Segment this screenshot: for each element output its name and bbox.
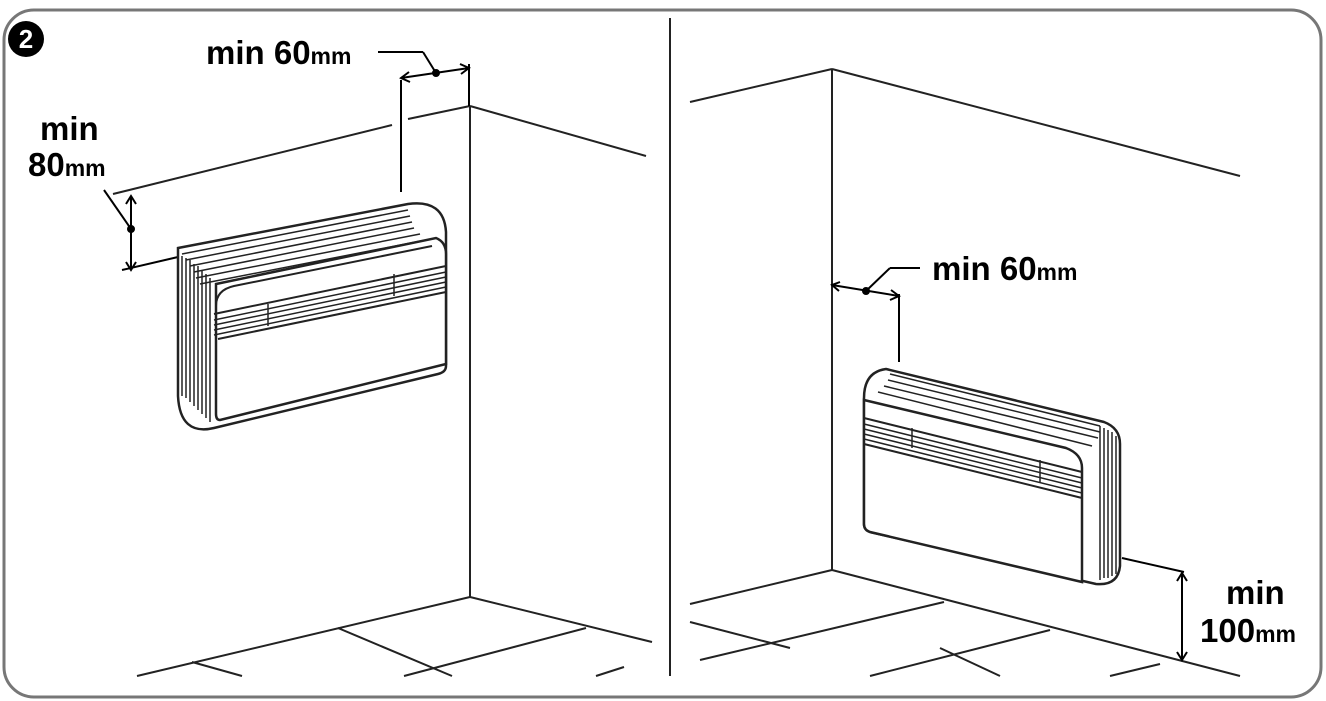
right-room-corner bbox=[689, 68, 1241, 677]
right-floor-gap-amount: 100mm bbox=[1200, 614, 1296, 647]
left-top-dimension bbox=[378, 51, 471, 192]
left-top-gap-label: min 60mm bbox=[206, 36, 351, 69]
right-ac-unit bbox=[862, 367, 1122, 586]
right-side-dimension bbox=[830, 267, 920, 362]
left-top-gap-value: min 60 bbox=[206, 34, 311, 71]
left-room-corner bbox=[112, 105, 653, 677]
left-side-gap-value: 80 bbox=[28, 146, 65, 183]
right-floor-gap-value: 100 bbox=[1200, 612, 1256, 649]
right-floor-gap-unit: mm bbox=[1255, 621, 1296, 647]
left-side-gap-line1: min bbox=[40, 110, 99, 147]
right-side-gap-unit: mm bbox=[1036, 259, 1078, 285]
left-side-gap-amount: 80mm bbox=[28, 148, 106, 181]
left-side-gap-unit: mm bbox=[64, 155, 106, 181]
left-side-gap-label: min bbox=[40, 112, 99, 145]
left-ac-unit bbox=[176, 202, 448, 431]
left-side-dimension bbox=[103, 189, 179, 272]
right-floor-gap-label: min bbox=[1226, 576, 1285, 609]
right-side-gap-label: min 60mm bbox=[932, 252, 1077, 285]
right-floor-dimension bbox=[1121, 557, 1188, 662]
step-number-badge: 2 bbox=[8, 21, 44, 57]
right-floor-gap-line1: min bbox=[1226, 574, 1285, 611]
left-top-gap-unit: mm bbox=[310, 43, 352, 69]
right-side-gap-value: min 60 bbox=[932, 250, 1037, 287]
